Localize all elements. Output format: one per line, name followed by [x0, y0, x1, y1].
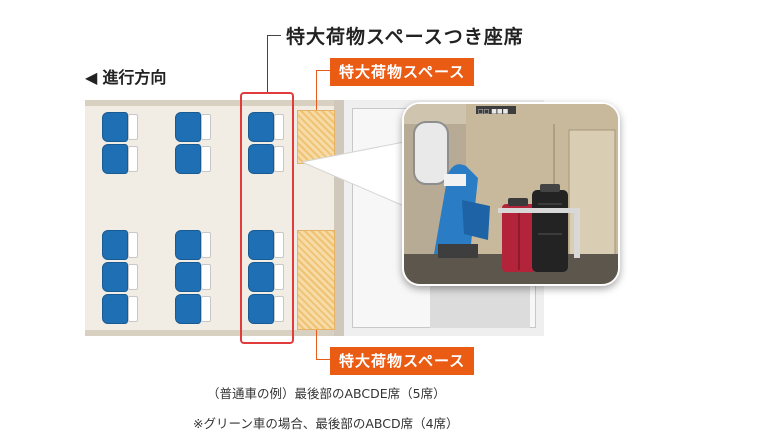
seat-highlighted	[248, 294, 284, 324]
luggage-space-photo: □□ ■■■	[402, 102, 620, 286]
seat	[175, 112, 211, 142]
luggage-space-bottom	[297, 230, 335, 330]
seat	[102, 294, 138, 324]
car-top-wall	[85, 100, 343, 106]
seat	[175, 262, 211, 292]
photo-illustration: □□ ■■■	[404, 104, 618, 284]
seat	[102, 230, 138, 260]
seat-highlighted	[248, 262, 284, 292]
highlight-box	[240, 92, 294, 344]
badge-top-leader-vertical	[316, 70, 317, 110]
photo-sign-text: □□ ■■■	[478, 108, 509, 115]
seat-highlighted	[248, 144, 284, 174]
seat	[175, 230, 211, 260]
direction-of-travel: ◀進行方向	[85, 64, 166, 88]
badge-top-leader-horizontal	[316, 70, 330, 71]
badge-bottom-leader-vertical	[316, 330, 317, 359]
luggage-badge-bottom: 特大荷物スペース	[330, 347, 475, 375]
seat	[102, 144, 138, 174]
seat	[102, 112, 138, 142]
seat-highlighted	[248, 112, 284, 142]
direction-label: 進行方向	[102, 68, 167, 87]
seat	[102, 262, 138, 292]
car-bottom-wall	[85, 330, 343, 336]
vestibule-step	[430, 284, 530, 328]
caption-ordinary-car: （普通車の例）最後部のABCDE席（5席）	[207, 386, 446, 401]
main-title: 特大荷物スペースつき座席	[286, 26, 524, 48]
caption-green-car: ※グリーン車の場合、最後部のABCD席（4席）	[193, 416, 459, 431]
arrow-left-icon: ◀	[85, 68, 98, 87]
seat	[175, 294, 211, 324]
luggage-space-top	[297, 110, 335, 164]
luggage-badge-top: 特大荷物スペース	[330, 58, 475, 86]
car-end-wall	[334, 100, 344, 336]
seat	[175, 144, 211, 174]
title-leader-vertical	[267, 35, 268, 92]
title-leader-horizontal	[267, 35, 281, 36]
badge-bottom-leader-horizontal	[316, 359, 330, 360]
seat-highlighted	[248, 230, 284, 260]
